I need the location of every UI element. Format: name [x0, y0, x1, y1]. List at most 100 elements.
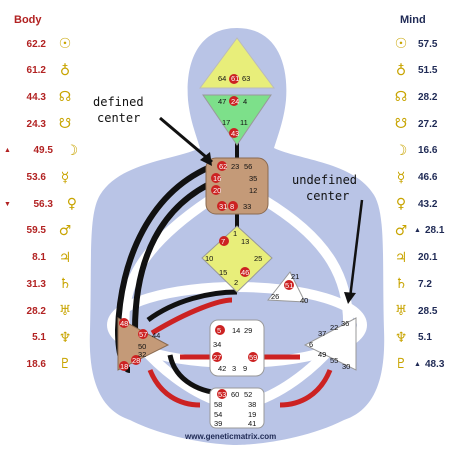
uranus-icon: ♅ [58, 303, 72, 319]
activation-value: 46.6 [418, 172, 438, 183]
mind-activation-row: ♀ 43.2 [392, 195, 458, 213]
activation-value: 18.6 [26, 358, 46, 370]
activation-value: 62.2 [26, 38, 46, 50]
activation-red-55-39 [279, 369, 333, 408]
saturn-icon: ♄ [58, 276, 72, 293]
mind-activation-row: ♄ 7.2 [392, 275, 458, 293]
body-activation-row: 59.5 ♂ [4, 222, 74, 240]
mind-activation-row: ☋ 27.2 [392, 115, 458, 133]
mercury-icon: ☿ [396, 169, 406, 186]
retrograde-marker: ▲ [414, 227, 421, 235]
body-activation-row: 18.6 ♇ [4, 355, 74, 373]
mind-activation-row: ♅ 28.5 [392, 302, 458, 320]
activation-value: 51.5 [418, 65, 438, 77]
body-activation-row: 5.1 ♆ [4, 329, 74, 347]
activation-red-18-58 [147, 369, 201, 408]
mind-activation-row: ♃ 20.1 [392, 249, 458, 267]
body-activation-row: ▼ 56.3 ♀ [4, 195, 81, 213]
undefined-center-label-line1: undefined [292, 173, 358, 187]
earth-icon: ♁ [395, 62, 407, 79]
activation-value: 7.2 [418, 278, 432, 290]
body-activation-row: 31.3♄ [4, 275, 74, 293]
earth-icon: ♁ [59, 62, 71, 79]
moon-icon: ☽ [394, 142, 408, 159]
head-center [199, 37, 275, 89]
sun-icon: ☉ [394, 36, 408, 52]
activation-value: 48.3 [424, 358, 445, 370]
mars-icon: ♂ [394, 222, 408, 239]
saturn-icon: ♄ [394, 276, 408, 293]
body-activation-row: 28.2 ♅ [4, 302, 74, 320]
sacral-center [209, 319, 265, 377]
activation-value: 20.1 [418, 252, 438, 264]
mind-activation-row: ♁ 51.5 [392, 62, 458, 80]
activation-value: 53.6 [26, 172, 46, 183]
mind-activation-row: ♆ 5.1 [392, 329, 458, 347]
mind-column-header: Mind [400, 14, 426, 26]
venus-icon: ♀ [395, 196, 407, 213]
activated-gate-markers [119, 74, 294, 399]
mind-activation-row: ☽ 16.6 [392, 142, 458, 160]
body-activation-row: 62.2 ☉ [4, 35, 74, 53]
activation-value: 28.2 [418, 91, 438, 103]
mind-activation-row: ☉ 57.5 [392, 35, 458, 53]
neptune-icon: ♆ [394, 329, 408, 346]
uranus-icon: ♅ [394, 303, 408, 319]
ajna-center [202, 94, 272, 146]
activation-value: 24.3 [26, 118, 46, 130]
activation-value: 57.5 [418, 38, 438, 50]
activation-value: 5.1 [32, 332, 46, 344]
defined-center-arrow [159, 116, 213, 164]
undefined-center-arrow [348, 199, 364, 299]
undefined-center-label: undefined center [292, 172, 357, 204]
south-node-icon: ☋ [394, 116, 408, 133]
retrograde-marker: ▲ [414, 360, 421, 368]
defined-center-label-line1: defined [93, 95, 144, 109]
activation-red-44-26 [150, 297, 233, 336]
solar-plexus-center [303, 317, 357, 371]
channel-black-left-inner [132, 177, 220, 331]
jupiter-icon: ♃ [58, 249, 72, 266]
activation-value: 5.1 [418, 332, 432, 344]
pluto-icon: ♇ [58, 356, 72, 373]
body-activation-row: 8.1 ♃ [4, 249, 74, 267]
activation-value: 28.5 [418, 305, 438, 317]
body-activation-row: ▲ 49.5 ☽ [4, 142, 81, 160]
activation-value: 61.2 [26, 65, 46, 77]
activation-value: 16.6 [418, 145, 438, 157]
activation-value: 27.2 [418, 118, 438, 130]
neptune-icon: ♆ [58, 329, 72, 346]
mercury-icon: ☿ [60, 169, 70, 186]
channel-black-spleen-sacral [146, 289, 238, 323]
activation-value: 49.5 [33, 145, 53, 157]
undefined-center-label-line2: center [306, 189, 350, 203]
mars-icon: ♂ [58, 222, 72, 239]
activation-value: 44.3 [26, 91, 46, 103]
mind-activation-row: ♂ ▲28.1 [392, 222, 465, 240]
retrograde-marker: ▲ [4, 147, 11, 155]
moon-icon: ☽ [65, 142, 79, 159]
north-node-icon: ☊ [394, 89, 408, 106]
south-node-icon: ☋ [58, 116, 72, 133]
activation-value: 59.5 [26, 225, 46, 237]
body-activation-row: 53.6 ☿ [4, 169, 74, 187]
jupiter-icon: ♃ [394, 249, 408, 266]
activation-value: 8.1 [32, 252, 46, 264]
retrograde-marker: ▼ [4, 200, 11, 208]
activation-value: 43.2 [418, 198, 438, 210]
activation-value: 56.3 [33, 198, 53, 210]
body-activation-row: 44.3☊ [4, 88, 74, 106]
activation-value: 28.2 [26, 305, 46, 317]
defined-center-label-line2: center [97, 111, 141, 125]
venus-icon: ♀ [66, 196, 78, 213]
throat-center [205, 157, 269, 215]
body-activation-row: 24.3 ☋ [4, 115, 74, 133]
body-column-header: Body [14, 14, 42, 26]
mind-activation-row: ☿ 46.6 [392, 169, 458, 187]
sun-icon: ☉ [58, 36, 72, 52]
body-activation-row: 61.2 ♁ [4, 62, 74, 80]
activation-value: 28.1 [424, 225, 445, 237]
mind-activation-row: ☊ 28.2 [392, 88, 458, 106]
